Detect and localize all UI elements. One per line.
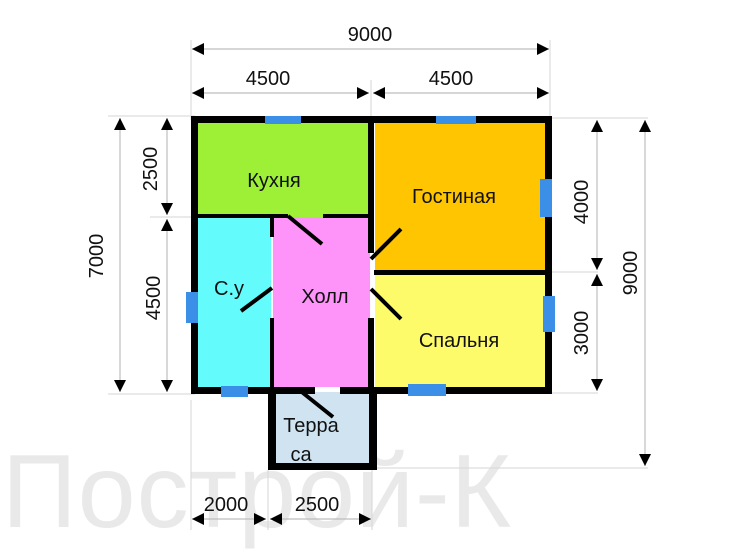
room-kitchen-fill xyxy=(198,123,370,217)
door-living xyxy=(369,227,403,261)
wall-bath-hall-lower xyxy=(270,318,274,388)
dim-right-lower-label: 3000 xyxy=(571,311,593,356)
watermark: Построй-К xyxy=(2,434,513,550)
label-living: Гостиная xyxy=(412,186,496,208)
wall-terrace-bottom xyxy=(268,463,377,470)
label-kitchen: Кухня xyxy=(247,170,301,192)
room-terrace-fill xyxy=(276,392,369,464)
room-fills xyxy=(198,123,546,464)
windows xyxy=(186,116,555,397)
wall-living-bedroom xyxy=(374,270,547,275)
wall-terrace-right xyxy=(369,394,377,470)
dim-top-total-label: 9000 xyxy=(348,24,393,46)
wall-bath-hall-upper xyxy=(270,217,274,237)
dim-left-upper-label: 2500 xyxy=(140,147,162,192)
room-living-fill xyxy=(375,123,546,272)
label-bedroom: Спальня xyxy=(419,330,499,352)
wall-terrace-left xyxy=(268,394,276,470)
room-hall-fill xyxy=(273,217,370,387)
wall-left xyxy=(191,116,198,394)
wall-bottom-left xyxy=(191,387,315,394)
door-bedroom xyxy=(369,287,403,321)
window-living-top xyxy=(436,116,476,124)
extension-lines xyxy=(108,40,648,530)
wall-kitchen-hall xyxy=(323,214,369,218)
wall-kitchen-living xyxy=(368,123,374,253)
room-bath-fill xyxy=(198,217,271,387)
window-kitchen xyxy=(265,116,301,124)
dim-bottom-left-label: 2000 xyxy=(204,494,249,516)
door-terrace xyxy=(296,387,335,419)
dimension-labels: 9000 4500 4500 7000 2500 4500 4000 3000 … xyxy=(86,24,642,516)
dim-bottom-right-label: 2500 xyxy=(295,494,340,516)
label-terrace-2: са xyxy=(290,444,312,466)
window-bedroom-right xyxy=(543,296,555,332)
dimension-lines xyxy=(114,43,651,525)
dim-top-left-label: 4500 xyxy=(246,68,291,90)
wall-right xyxy=(545,116,552,394)
doors xyxy=(239,214,403,419)
window-living-right xyxy=(540,179,552,217)
wall-top xyxy=(191,116,550,123)
dim-left-total-label: 7000 xyxy=(86,234,108,279)
dim-top-right-label: 4500 xyxy=(429,68,474,90)
window-bedroom-bottom xyxy=(408,384,446,396)
room-labels: Кухня Гостиная С.у Холл Спальня Терра са xyxy=(214,170,499,466)
room-bedroom-fill xyxy=(375,275,546,387)
wall-hall-bedroom xyxy=(368,318,374,388)
door-bath xyxy=(239,286,274,313)
window-bath-bottom xyxy=(221,386,248,397)
dim-left-lower-label: 4500 xyxy=(143,276,165,321)
label-hall: Холл xyxy=(301,286,348,308)
door-kitchen xyxy=(286,214,324,246)
dim-right-upper-label: 4000 xyxy=(571,180,593,225)
wall-kitchen-bath xyxy=(198,214,288,218)
window-bath-left xyxy=(186,292,198,323)
label-bath: С.у xyxy=(214,278,244,300)
label-terrace-1: Терра xyxy=(283,415,339,437)
dim-right-total-label: 9000 xyxy=(620,251,642,296)
